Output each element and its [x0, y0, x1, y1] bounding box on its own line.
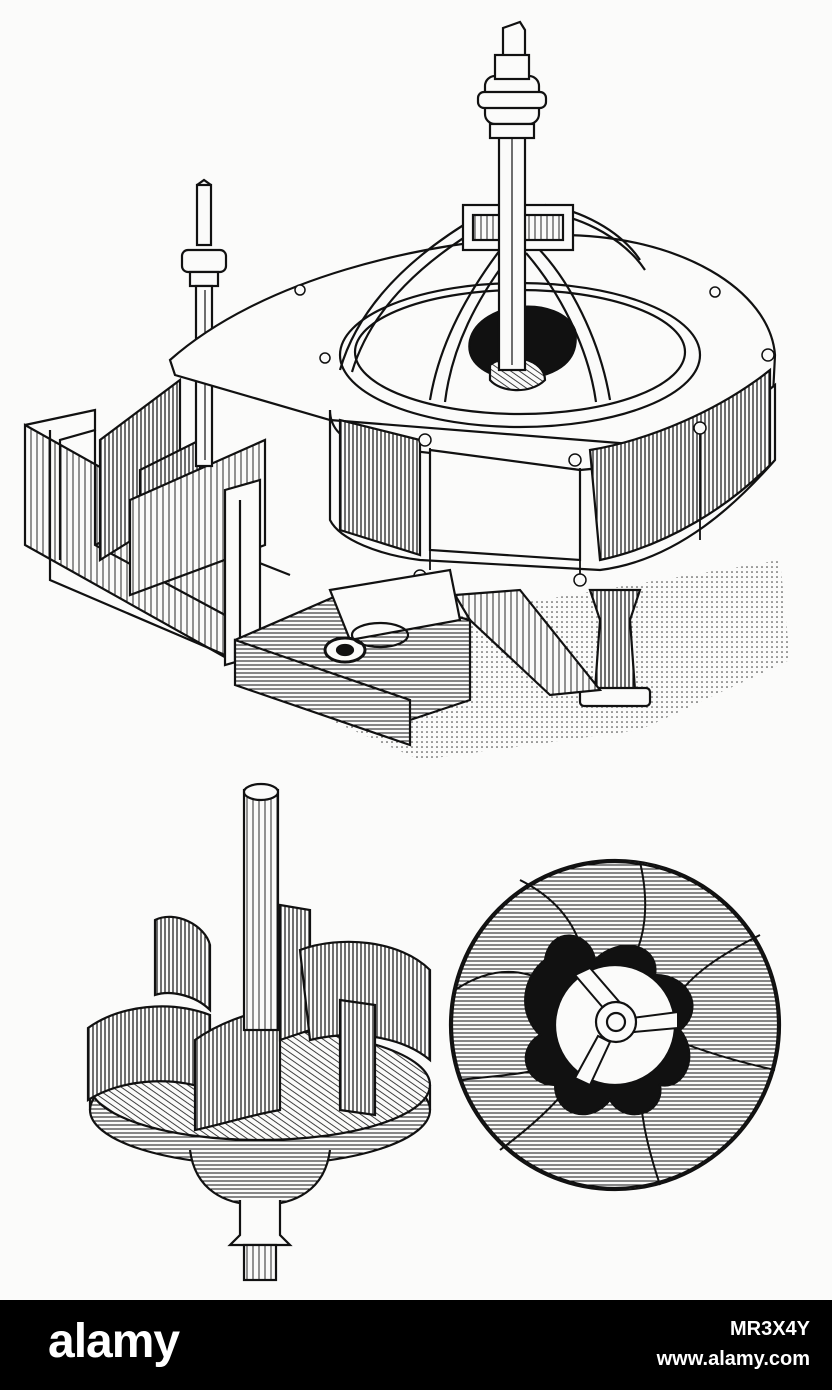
turbine-engraving	[23, 20, 790, 1282]
site-url: www.alamy.com	[656, 1348, 810, 1370]
image-id: MR3X4Y	[729, 1318, 810, 1340]
watermark-footer: alamy MR3X4Y www.alamy.com	[0, 1300, 832, 1390]
alamy-logo: alamy	[48, 1315, 180, 1368]
runner-plan-view	[448, 858, 782, 1192]
turbine-assembly	[23, 20, 790, 760]
runner-wheel	[86, 782, 432, 1282]
